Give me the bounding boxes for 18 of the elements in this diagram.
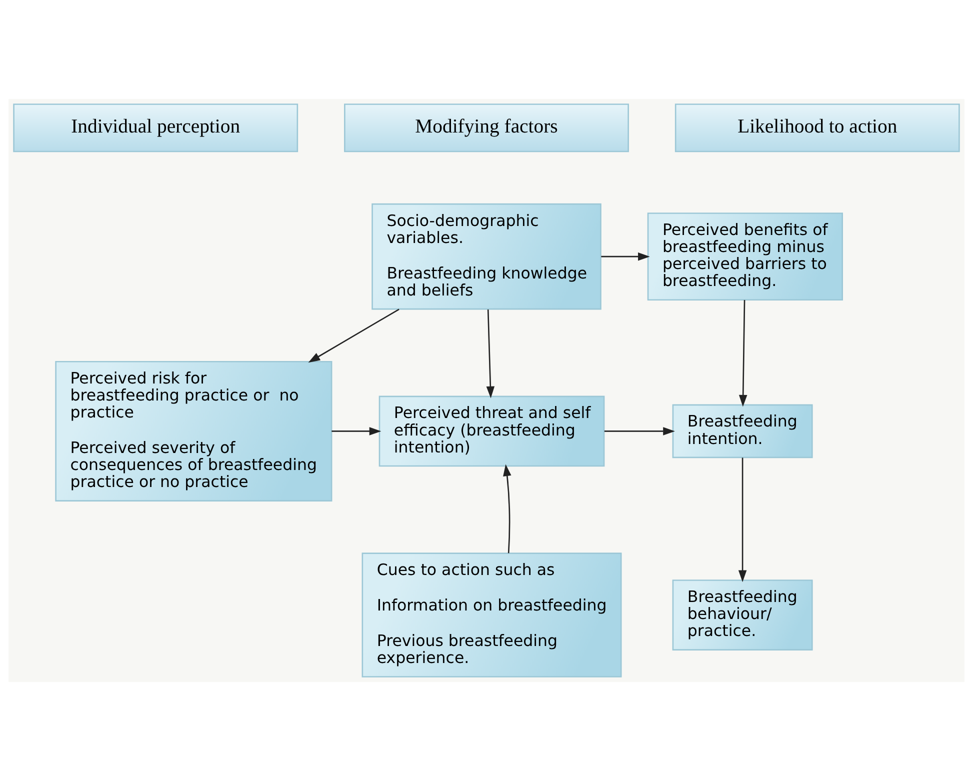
node-box: Cues to action such as Information on breastfeeding Previous breastfeeding experience. xyxy=(362,552,622,677)
arrow xyxy=(486,308,495,398)
arrow xyxy=(604,426,675,435)
node-box: Individual perception xyxy=(13,103,298,152)
arrow xyxy=(738,457,747,582)
arrow xyxy=(503,464,512,553)
node-box: Breastfeeding behaviour/ practice. xyxy=(672,579,813,650)
node-box: Socio-demographic variables. Breastfeeding knowledge and beliefs xyxy=(372,202,602,310)
arrow xyxy=(332,426,382,435)
node-box: Likelihood to action xyxy=(674,103,960,152)
arrow xyxy=(601,252,650,260)
node-box: Perceived threat and self efficacy (breastfeeding intention) xyxy=(378,395,605,466)
arrow xyxy=(308,308,400,362)
arrow xyxy=(738,299,748,406)
node-box: Breastfeeding intention. xyxy=(672,404,813,458)
node-box: Perceived risk for breastfeeding practice or no practice Perceived severity of consequences of breastfeeding practice or no practice xyxy=(55,360,332,501)
node-box: Modifying factors xyxy=(344,103,629,152)
node-box: Perceived benefits of breastfeeding minus perceived barriers to breastfeeding. xyxy=(647,212,843,300)
